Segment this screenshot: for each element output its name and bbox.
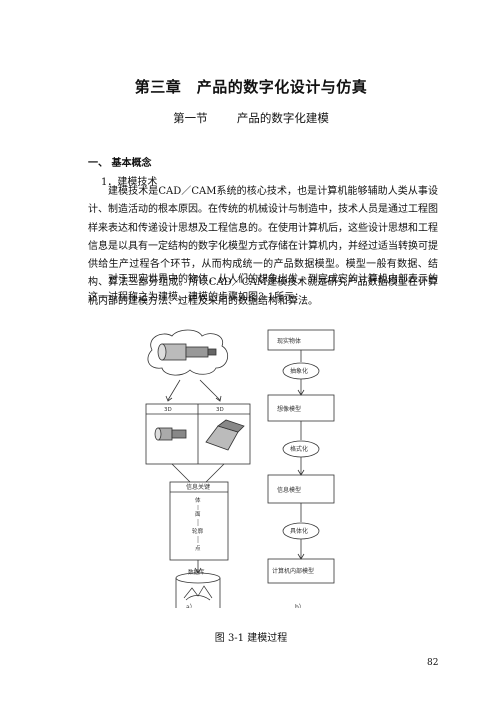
label-formatting: 格式化 <box>290 445 308 453</box>
label-real-object: 现实物体 <box>277 337 301 345</box>
figure-part-a <box>145 329 251 608</box>
figure-drawing: 3D 3D 信息关键 体 面 轮廓 点 数据库 a） <box>145 329 335 608</box>
paragraph-2: 对于现实世界中的物体，从人们的想象出发，到完成它的计算机内部表示的这一过程称之为… <box>88 274 438 304</box>
database-label: 数据库 <box>188 568 205 576</box>
label-information-model: 信息模型 <box>277 486 301 494</box>
info-box-title: 信息关键 <box>186 483 210 491</box>
chapter-title: 第三章 产品的数字化设计与仿真 <box>134 78 368 96</box>
figure-caption: 图 3-1 建模过程 <box>214 633 288 644</box>
view-label-left: 3D <box>164 407 172 413</box>
view-left-icon <box>154 427 187 441</box>
label-concretization: 具体化 <box>290 527 308 535</box>
sub-label-b: b） <box>295 604 305 608</box>
box-computer-internal-model <box>267 558 335 584</box>
page-number: 82 <box>427 658 439 668</box>
machine-part-icon <box>157 343 217 361</box>
info-item-point: 点 <box>195 545 201 552</box>
heading-basic-concepts: 一、 基本概念 <box>88 158 152 169</box>
paragraph-1: 建模技术是CAD／CAM系统的核心技术，也是计算机能够辅助人类从事设计、制造活动… <box>88 186 438 307</box>
label-computer-internal-model: 计算机内部模型 <box>272 567 314 575</box>
info-box <box>169 481 229 561</box>
info-item-contour: 轮廓 <box>192 527 204 535</box>
database-icon <box>175 572 221 608</box>
view-label-right: 3D <box>216 407 224 413</box>
label-abstraction: 抽象化 <box>290 367 308 375</box>
heading-modeling-technology: 1．建模技术 <box>101 177 158 188</box>
info-item-body: 体 <box>195 496 201 504</box>
view-right-icon <box>205 419 245 451</box>
thought-cloud-icon <box>147 329 229 376</box>
figure-3-1: 3D 3D 信息关键 体 面 轮廓 点 数据库 a） <box>140 328 370 608</box>
sub-label-a: a） <box>186 604 196 608</box>
label-imagined-model: 想像模型 <box>277 405 301 413</box>
section-title: 第一节 产品的数字化建模 <box>173 111 329 125</box>
figure-part-b <box>267 329 335 584</box>
info-item-face: 面 <box>195 511 201 518</box>
